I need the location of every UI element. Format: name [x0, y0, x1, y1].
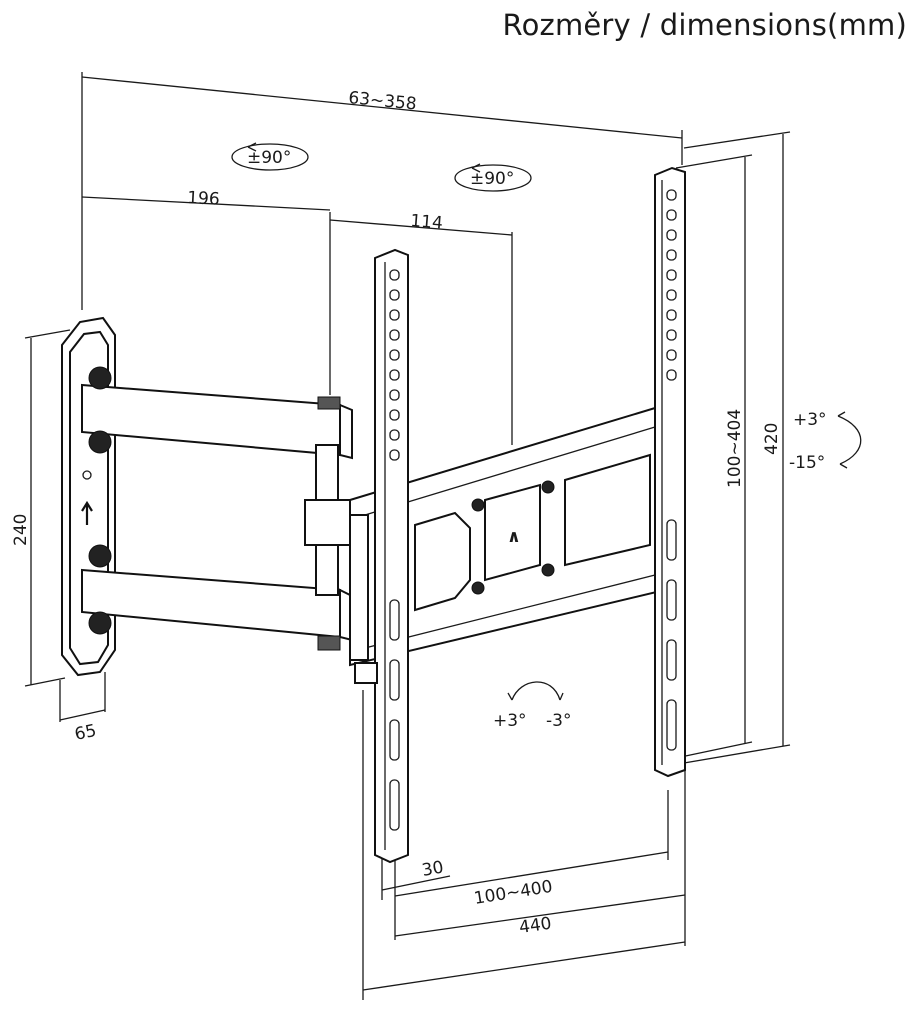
- label-wallplate-depth: 65: [73, 721, 98, 745]
- diagram-title: Rozměry / dimensions(mm): [502, 8, 907, 42]
- label-swivel-left: ±90°: [247, 148, 291, 168]
- left-vertical-rail: [349, 248, 409, 864]
- label-total-width: 440: [518, 914, 553, 938]
- label-arm2-length: 114: [410, 211, 444, 233]
- label-swivel-right: ±90°: [470, 169, 514, 189]
- label-arm1-length: 196: [187, 188, 220, 210]
- label-bracket-height: 420: [762, 423, 782, 455]
- left-rail-holes: [389, 269, 400, 831]
- swing-arms: [81, 366, 356, 651]
- label-extension-range: 63~358: [348, 88, 418, 114]
- label-tilt-down: -15°: [789, 453, 825, 473]
- right-rail-holes: [666, 189, 677, 751]
- tv-crossbar: ∧: [349, 403, 666, 667]
- label-rail-offset: 30: [420, 857, 445, 880]
- label-level-left: +3°: [493, 711, 527, 731]
- angle-labels: ±90° ±90° +3° -15° +3° -3°: [247, 148, 827, 731]
- label-vertical-hole-range: 100~404: [725, 409, 745, 488]
- svg-text:∧: ∧: [507, 527, 521, 547]
- label-level-right: -3°: [546, 711, 571, 731]
- dimension-lines: [24, 72, 791, 1000]
- rotation-arcs: [231, 142, 862, 701]
- right-vertical-rail: [654, 166, 686, 778]
- label-wallplate-height: 240: [11, 514, 31, 546]
- label-tilt-up: +3°: [793, 410, 827, 430]
